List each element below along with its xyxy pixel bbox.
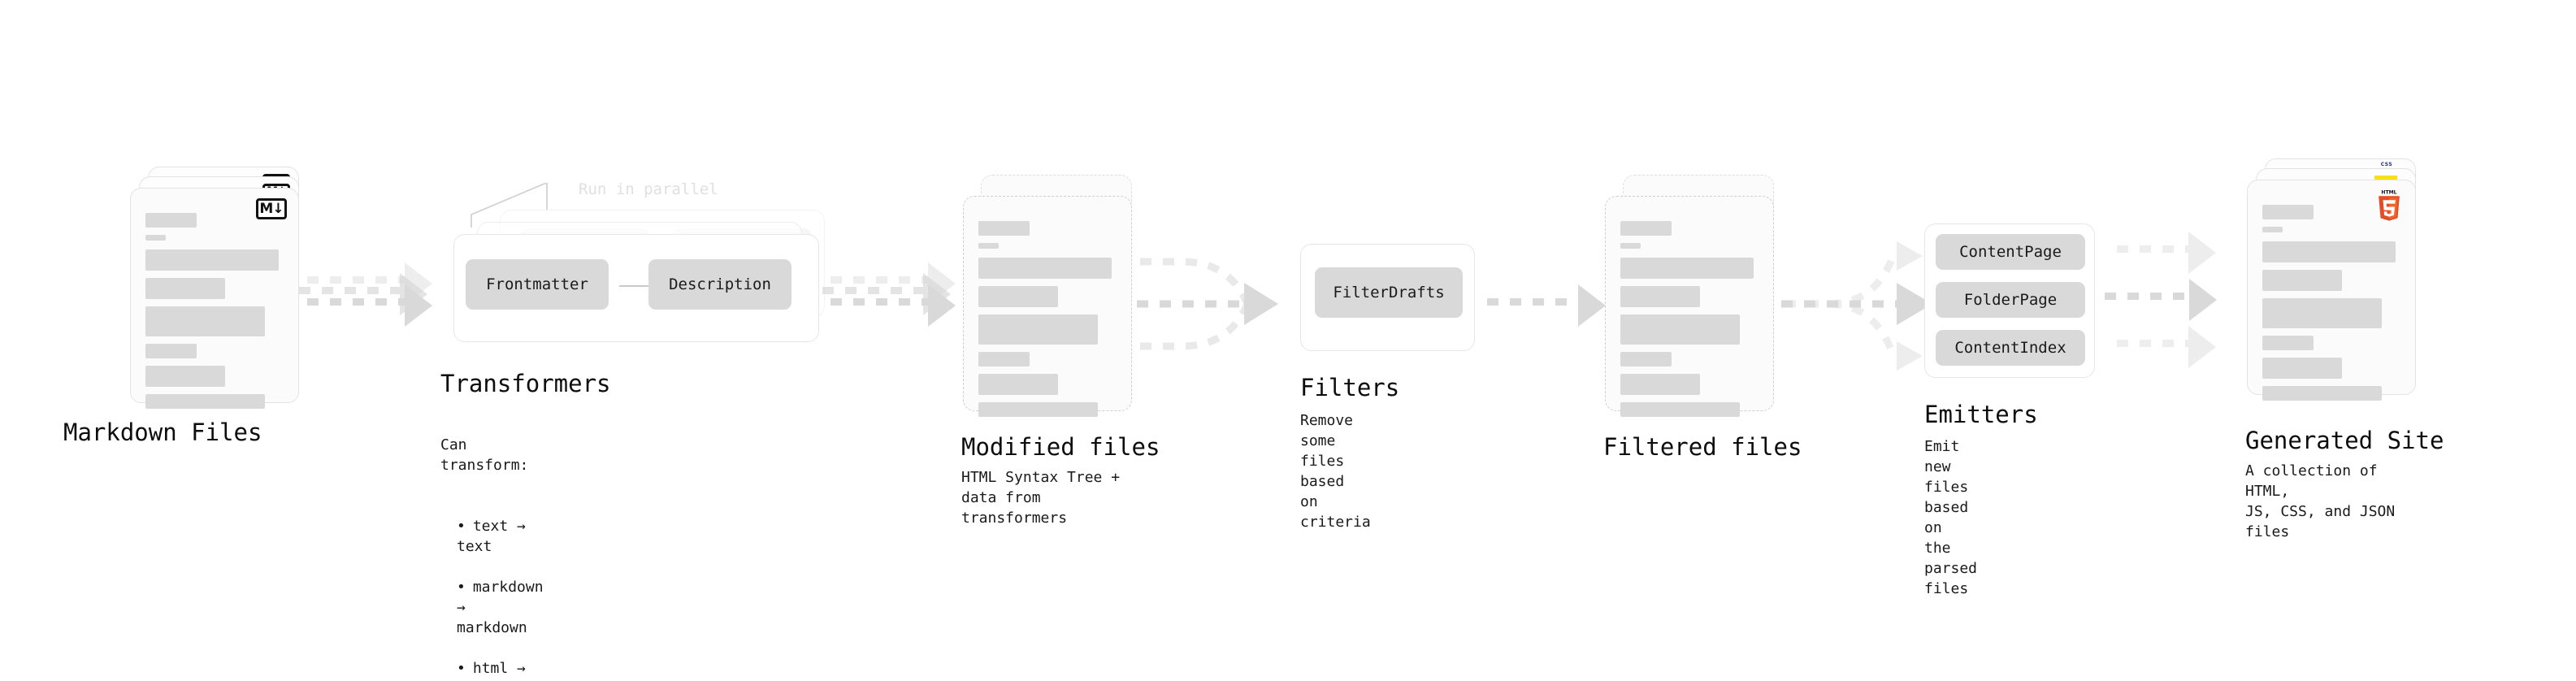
list-item: html → html: [457, 658, 544, 681]
stage-description: Can transform: text → text markdown → ma…: [440, 414, 544, 681]
generated-file-card: HTML: [2247, 180, 2416, 401]
file-skeleton: [1620, 221, 1754, 424]
generated-file-stack: CSS HTML: [2247, 158, 2416, 402]
stage-description: Remove some files based on criteria: [1300, 412, 1371, 531]
transformer-panel-front: Frontmatter Description: [453, 234, 819, 342]
emitters-panel: ContentPage FolderPage ContentIndex: [1924, 223, 2095, 378]
filtered-file-card: [1605, 196, 1774, 417]
page-title: Emitters: [1924, 401, 2038, 428]
page-title: Filters: [1300, 374, 1400, 401]
markdown-file-card: M↓: [130, 188, 299, 409]
emitter-chip-folderpage[interactable]: FolderPage: [1936, 282, 2085, 318]
run-in-parallel-leader: [471, 183, 548, 228]
stage-modified-files: Modified files HTML Syntax Tree + data f…: [961, 175, 1160, 527]
stage-description: Emit new files based on the parsed files: [1924, 438, 1978, 597]
transformer-chip-frontmatter[interactable]: Frontmatter: [466, 259, 609, 310]
emitter-chip-contentindex[interactable]: ContentIndex: [1936, 330, 2085, 366]
list-item: markdown → markdown: [457, 577, 544, 638]
stage-markdown-files: M↓ M↓ M↓ Markdown Files: [63, 167, 299, 446]
run-in-parallel-note: Run in parallel: [579, 180, 718, 198]
arrow-branch-icon: [1781, 241, 1932, 371]
emitter-chip-contentpage[interactable]: ContentPage: [1936, 234, 2085, 270]
page-title: Filtered files: [1603, 433, 1802, 461]
filters-panel: FilterDrafts: [1300, 244, 1475, 351]
page-title: Markdown Files: [63, 419, 262, 446]
page-title: Generated Site: [2245, 427, 2444, 454]
modified-file-card: [963, 196, 1132, 417]
list-item: text → text: [457, 516, 544, 557]
filtered-file-stack: [1605, 175, 1774, 417]
filter-chip-filterdrafts[interactable]: FilterDrafts: [1315, 267, 1463, 318]
html5-icon: HTML: [2379, 189, 2400, 221]
stage-filtered-files: Filtered files: [1603, 175, 1802, 461]
stage-description: A collection of HTML, JS, CSS, and JSON …: [2245, 462, 2396, 540]
file-skeleton: [2262, 205, 2396, 408]
modified-file-stack: [963, 175, 1132, 417]
markdown-icon: M↓: [256, 198, 287, 219]
stage-description: HTML Syntax Tree + data from transformer…: [961, 469, 1121, 527]
file-skeleton: [145, 213, 279, 416]
transform-label: Can transform:: [440, 436, 529, 474]
svg-text:HTML: HTML: [2381, 189, 2396, 195]
file-skeleton: [978, 221, 1112, 424]
markdown-file-stack: M↓ M↓ M↓: [130, 167, 299, 409]
page-title: Modified files: [961, 433, 1160, 461]
arrow-merge-icon: [1137, 258, 1278, 350]
stage-generated-site: CSS HTML: [2245, 158, 2444, 540]
page-title: Transformers: [440, 370, 611, 397]
transformer-chip-description[interactable]: Description: [648, 259, 791, 310]
transform-list: text → text markdown → markdown html → h…: [440, 496, 544, 681]
